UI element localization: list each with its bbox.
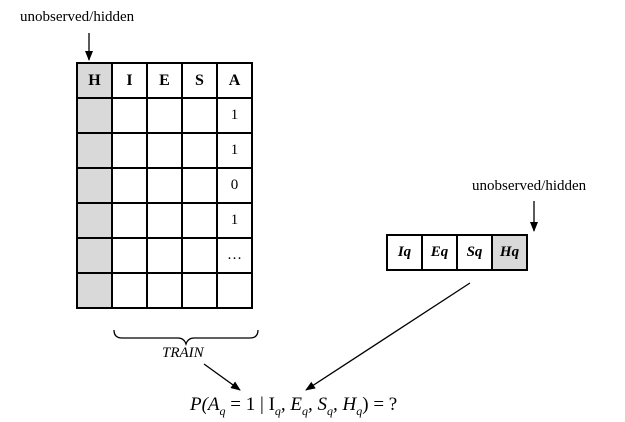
train-table: H I E S A 1 1 0 1 … [76,62,253,309]
table-cell [146,202,183,239]
header-a: A [216,62,253,99]
table-cell [146,167,183,204]
table-cell [146,132,183,169]
train-hidden-label: unobserved/hidden [20,9,135,25]
table-row: 1 [76,202,253,239]
table-cell [111,97,148,134]
probability-formula: P(Aq = 1 | Iq, Eq, Sq, Hq) = ? [190,394,397,419]
query-cell-eq: Eq [421,234,458,271]
formula-aq-sub: q [219,403,226,418]
label-cell: 1 [216,97,253,134]
query-row: Iq Eq Sq Hq [386,234,528,271]
header-i: I [111,62,148,99]
table-row [76,272,253,309]
table-cell [181,132,218,169]
formula-mid2: , E [280,394,303,415]
label-cell [216,272,253,309]
hidden-cell [76,272,113,309]
table-cell [111,132,148,169]
table-cell [181,167,218,204]
label-cell: … [216,237,253,274]
formula-iq-sub: q [274,403,281,418]
header-e: E [146,62,183,99]
table-cell [111,202,148,239]
table-row: 1 [76,132,253,169]
formula-hq-sub: q [356,403,363,418]
hidden-cell [76,167,113,204]
table-cell [146,272,183,309]
query-hidden-label: unobserved/hidden [472,178,587,194]
table-cell [111,237,148,274]
formula-sq-sub: q [327,403,334,418]
hidden-cell [76,132,113,169]
formula-mid4: , H [333,394,357,415]
formula-mid1: = 1 | I [225,394,275,415]
label-cell: 0 [216,167,253,204]
train-to-formula-arrow [203,363,241,391]
header-h: H [76,62,113,99]
hidden-cell [76,237,113,274]
table-cell [181,202,218,239]
train-header-row: H I E S A [76,62,253,99]
table-cell [181,272,218,309]
formula-eq-sub: q [302,403,309,418]
table-row: 1 [76,97,253,134]
table-row: 0 [76,167,253,204]
hidden-cell [76,97,113,134]
table-row: … [76,237,253,274]
hidden-cell [76,202,113,239]
label-cell: 1 [216,132,253,169]
table-cell [181,237,218,274]
table-cell [146,237,183,274]
query-table: Iq Eq Sq Hq [386,234,528,271]
label-cell: 1 [216,202,253,239]
table-cell [111,272,148,309]
train-brace [113,329,259,347]
formula-end: ) = ? [362,394,398,415]
table-cell [111,167,148,204]
header-s: S [181,62,218,99]
formula-p: P(A [190,394,220,415]
table-cell [181,97,218,134]
query-cell-hq: Hq [491,234,528,271]
query-cell-iq: Iq [386,234,423,271]
train-label: TRAIN [162,345,204,361]
formula-mid3: , S [308,394,328,415]
query-to-formula-arrow [305,282,471,391]
query-cell-sq: Sq [456,234,493,271]
table-cell [146,97,183,134]
